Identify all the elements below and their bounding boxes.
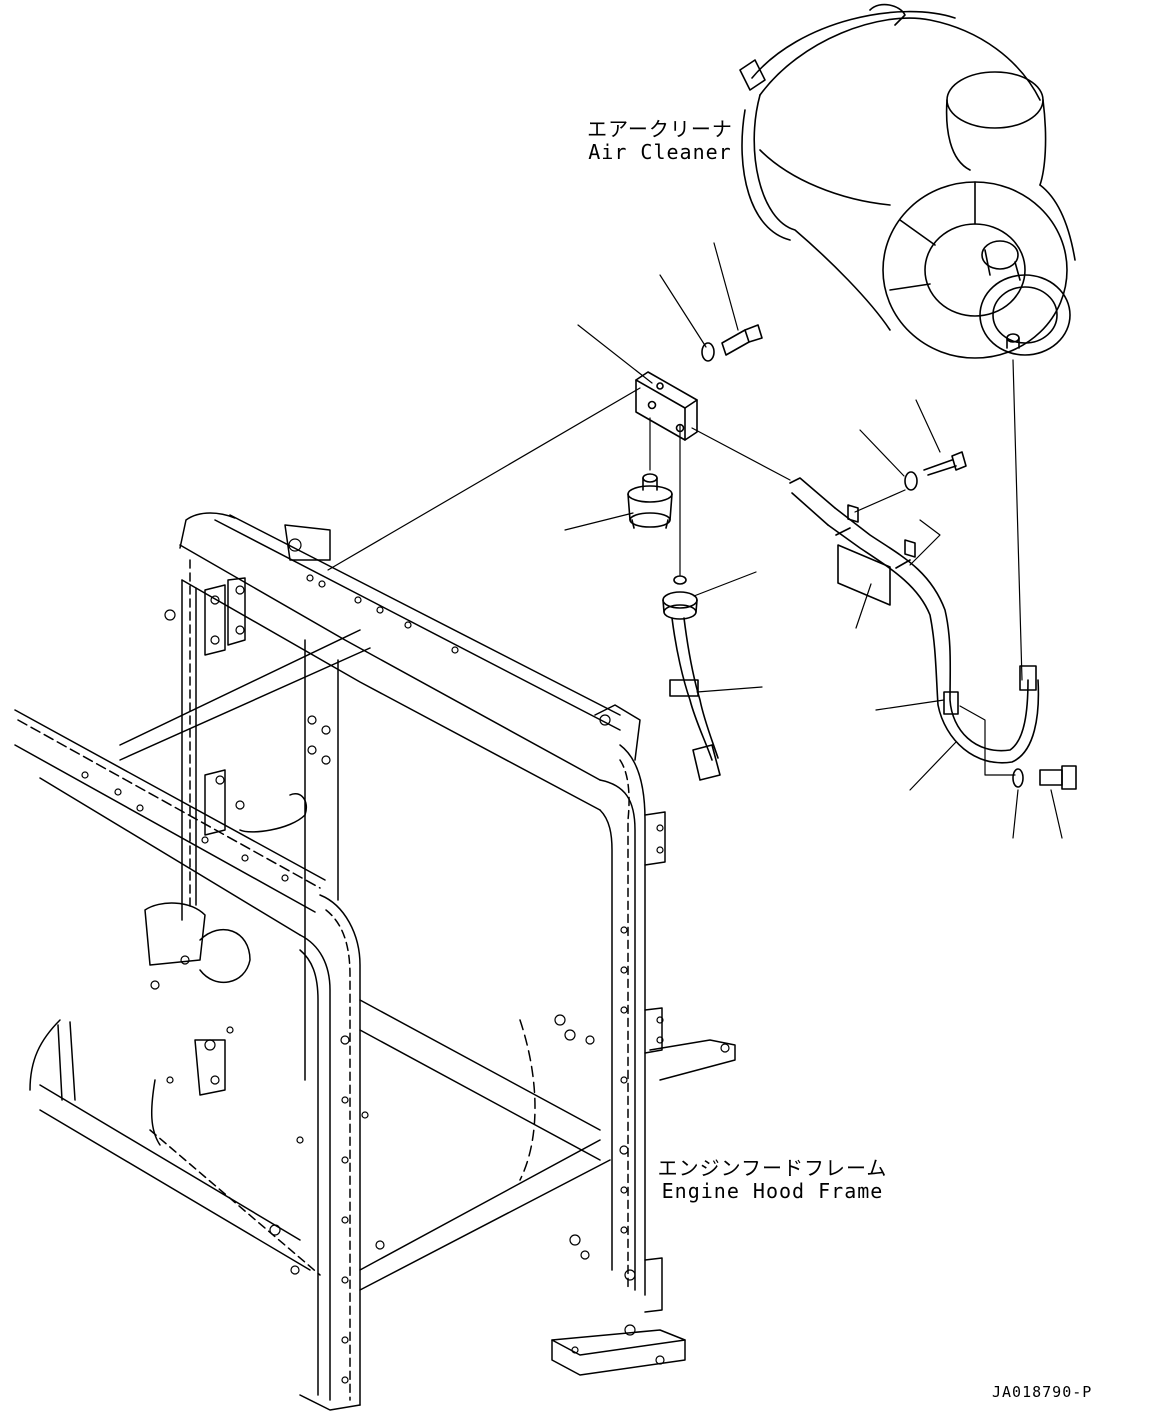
engine-hood-frame	[14, 512, 736, 1411]
air-cleaner-label-en: Air Cleaner	[588, 140, 732, 164]
bolt-3	[1012, 765, 1077, 790]
switch-harness	[662, 575, 721, 781]
frame-holes	[81, 538, 730, 1384]
engine-hood-frame-label-jp: エンジンフードフレーム	[657, 1156, 888, 1180]
engine-hood-frame-label: エンジンフードフレーム Engine Hood Frame	[655, 1157, 890, 1203]
leader-lines	[327, 242, 1063, 839]
sensor	[627, 473, 673, 529]
air-cleaner-label: エアークリーナ Air Cleaner	[585, 118, 735, 164]
air-cleaner	[739, 3, 1076, 359]
bolt-2	[904, 451, 967, 491]
engine-hood-frame-label-en: Engine Hood Frame	[661, 1179, 884, 1203]
mounting-block	[635, 371, 698, 441]
bolt-1	[701, 324, 763, 362]
air-cleaner-label-jp: エアークリーナ	[587, 117, 733, 141]
document-id: JA018790-P	[992, 1383, 1093, 1401]
hose	[789, 477, 1040, 764]
